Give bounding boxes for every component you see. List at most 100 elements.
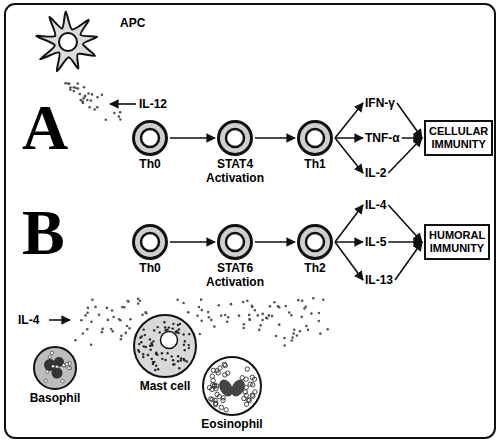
cell-nucleus xyxy=(226,129,244,147)
cell-nucleus xyxy=(228,377,247,399)
cell-label: Th0 xyxy=(120,261,180,275)
cytokine-dot xyxy=(261,313,264,316)
arrow-connector xyxy=(170,137,215,139)
cell-label: APC xyxy=(120,16,145,30)
cytokine-dot xyxy=(273,301,276,304)
cytokine-dot xyxy=(72,90,75,93)
cytokine-node: IFN-γ xyxy=(365,96,395,110)
cell-granule xyxy=(142,353,144,355)
cell-granule xyxy=(161,352,163,354)
cytokine-dot xyxy=(98,314,101,317)
cell-nucleus xyxy=(59,33,77,51)
arrow-connector xyxy=(335,205,363,242)
cell-granule xyxy=(244,377,248,381)
cytokine-dot xyxy=(79,99,82,102)
cytokine-dot xyxy=(129,318,132,321)
cytokine-dot xyxy=(90,99,93,102)
cytokine-dot xyxy=(293,329,296,332)
cytokine-dot xyxy=(94,306,97,309)
cell-granule xyxy=(244,402,248,406)
cytokine-dot xyxy=(69,88,72,91)
cell-granule xyxy=(243,390,247,394)
cell-nucleus xyxy=(141,233,159,251)
arrow-connector xyxy=(388,205,422,242)
cytokine-dot xyxy=(125,332,128,335)
cytokine-dot xyxy=(259,324,262,327)
cell-granule xyxy=(140,341,142,343)
cytokine-dot xyxy=(290,339,293,342)
cytokine-dot xyxy=(111,309,114,312)
cytokine-dot xyxy=(127,300,130,303)
cell-granule xyxy=(177,355,179,357)
cytokine-dot xyxy=(127,300,130,303)
cell-shape xyxy=(132,120,168,156)
cytokine-dot xyxy=(303,307,306,310)
cell-node: Th0 xyxy=(132,224,168,275)
cytokine-node: IL-5 xyxy=(365,235,386,249)
cytokine-dot xyxy=(283,337,286,340)
cell-shape xyxy=(132,224,168,260)
cell-granule xyxy=(212,384,216,388)
cytokine-dot xyxy=(291,336,294,339)
cell-membrane xyxy=(134,315,196,377)
cytokine-dot xyxy=(139,299,142,302)
cytokine-dot xyxy=(119,319,122,322)
cell-granule xyxy=(145,346,147,348)
cell-granule xyxy=(150,342,152,344)
cytokine-dot xyxy=(326,328,329,331)
cell-membrane xyxy=(203,357,261,415)
cell-granule xyxy=(152,363,154,365)
cell-granule xyxy=(51,365,54,368)
apc-cell-body xyxy=(36,11,97,71)
cytokine-dot xyxy=(246,299,249,302)
cell-label: Mast cell xyxy=(120,379,210,393)
cell-granule xyxy=(224,408,228,412)
cytokine-label: IL-5 xyxy=(365,235,386,249)
cell-granule xyxy=(172,359,174,361)
cytokine-dot xyxy=(82,97,85,100)
cell-node: STAT6 Activation xyxy=(217,224,253,290)
cell-membrane xyxy=(134,122,167,155)
cytokine-dot xyxy=(275,335,278,338)
cell-membrane xyxy=(134,226,167,259)
cell-granule xyxy=(178,367,180,369)
cytokine-node: IL-2 xyxy=(365,166,386,180)
cytokine-dot xyxy=(300,316,303,319)
cytokine-label: IL-4 xyxy=(18,313,39,327)
apc-cell: APC xyxy=(20,6,116,78)
cell-granule xyxy=(207,385,211,389)
cell-granule xyxy=(152,340,154,342)
cell-granule xyxy=(164,326,166,328)
panel-letter: A xyxy=(22,96,68,160)
cytokine-dot xyxy=(210,319,213,322)
cytokine-dot xyxy=(213,325,216,328)
cytokine-dot xyxy=(74,87,77,90)
cell-node: Th2 xyxy=(297,224,333,275)
cell-membrane xyxy=(299,226,332,259)
cytokine-dot xyxy=(278,306,281,309)
cell-granule xyxy=(171,355,173,357)
cell-label: Th0 xyxy=(120,157,180,171)
cell-granule xyxy=(153,361,155,363)
cell-nucleus xyxy=(306,233,324,251)
cell-granule xyxy=(151,344,153,346)
cell-granule xyxy=(225,371,229,375)
cytokine-dot xyxy=(242,301,245,304)
cell-granule xyxy=(55,365,58,368)
cytokine-dot xyxy=(196,314,199,317)
arrow-connector xyxy=(335,241,363,243)
cell-granule xyxy=(50,351,53,354)
cell-granule xyxy=(155,365,157,367)
cell-granule xyxy=(156,354,158,356)
cytokine-dot xyxy=(297,299,300,302)
cell-shape xyxy=(133,314,197,378)
cell-granule xyxy=(65,363,68,366)
cytokine-dot xyxy=(187,311,190,314)
outcome-label: HUMORAL IMMUNITY xyxy=(429,229,485,254)
cytokine-dot xyxy=(101,94,104,97)
cytokine-label: IL-4 xyxy=(365,198,386,212)
cytokine-dot xyxy=(201,309,204,312)
cell-nucleus xyxy=(141,129,159,147)
cytokine-label: TNF-α xyxy=(365,131,400,145)
cytokine-dot xyxy=(198,333,201,336)
